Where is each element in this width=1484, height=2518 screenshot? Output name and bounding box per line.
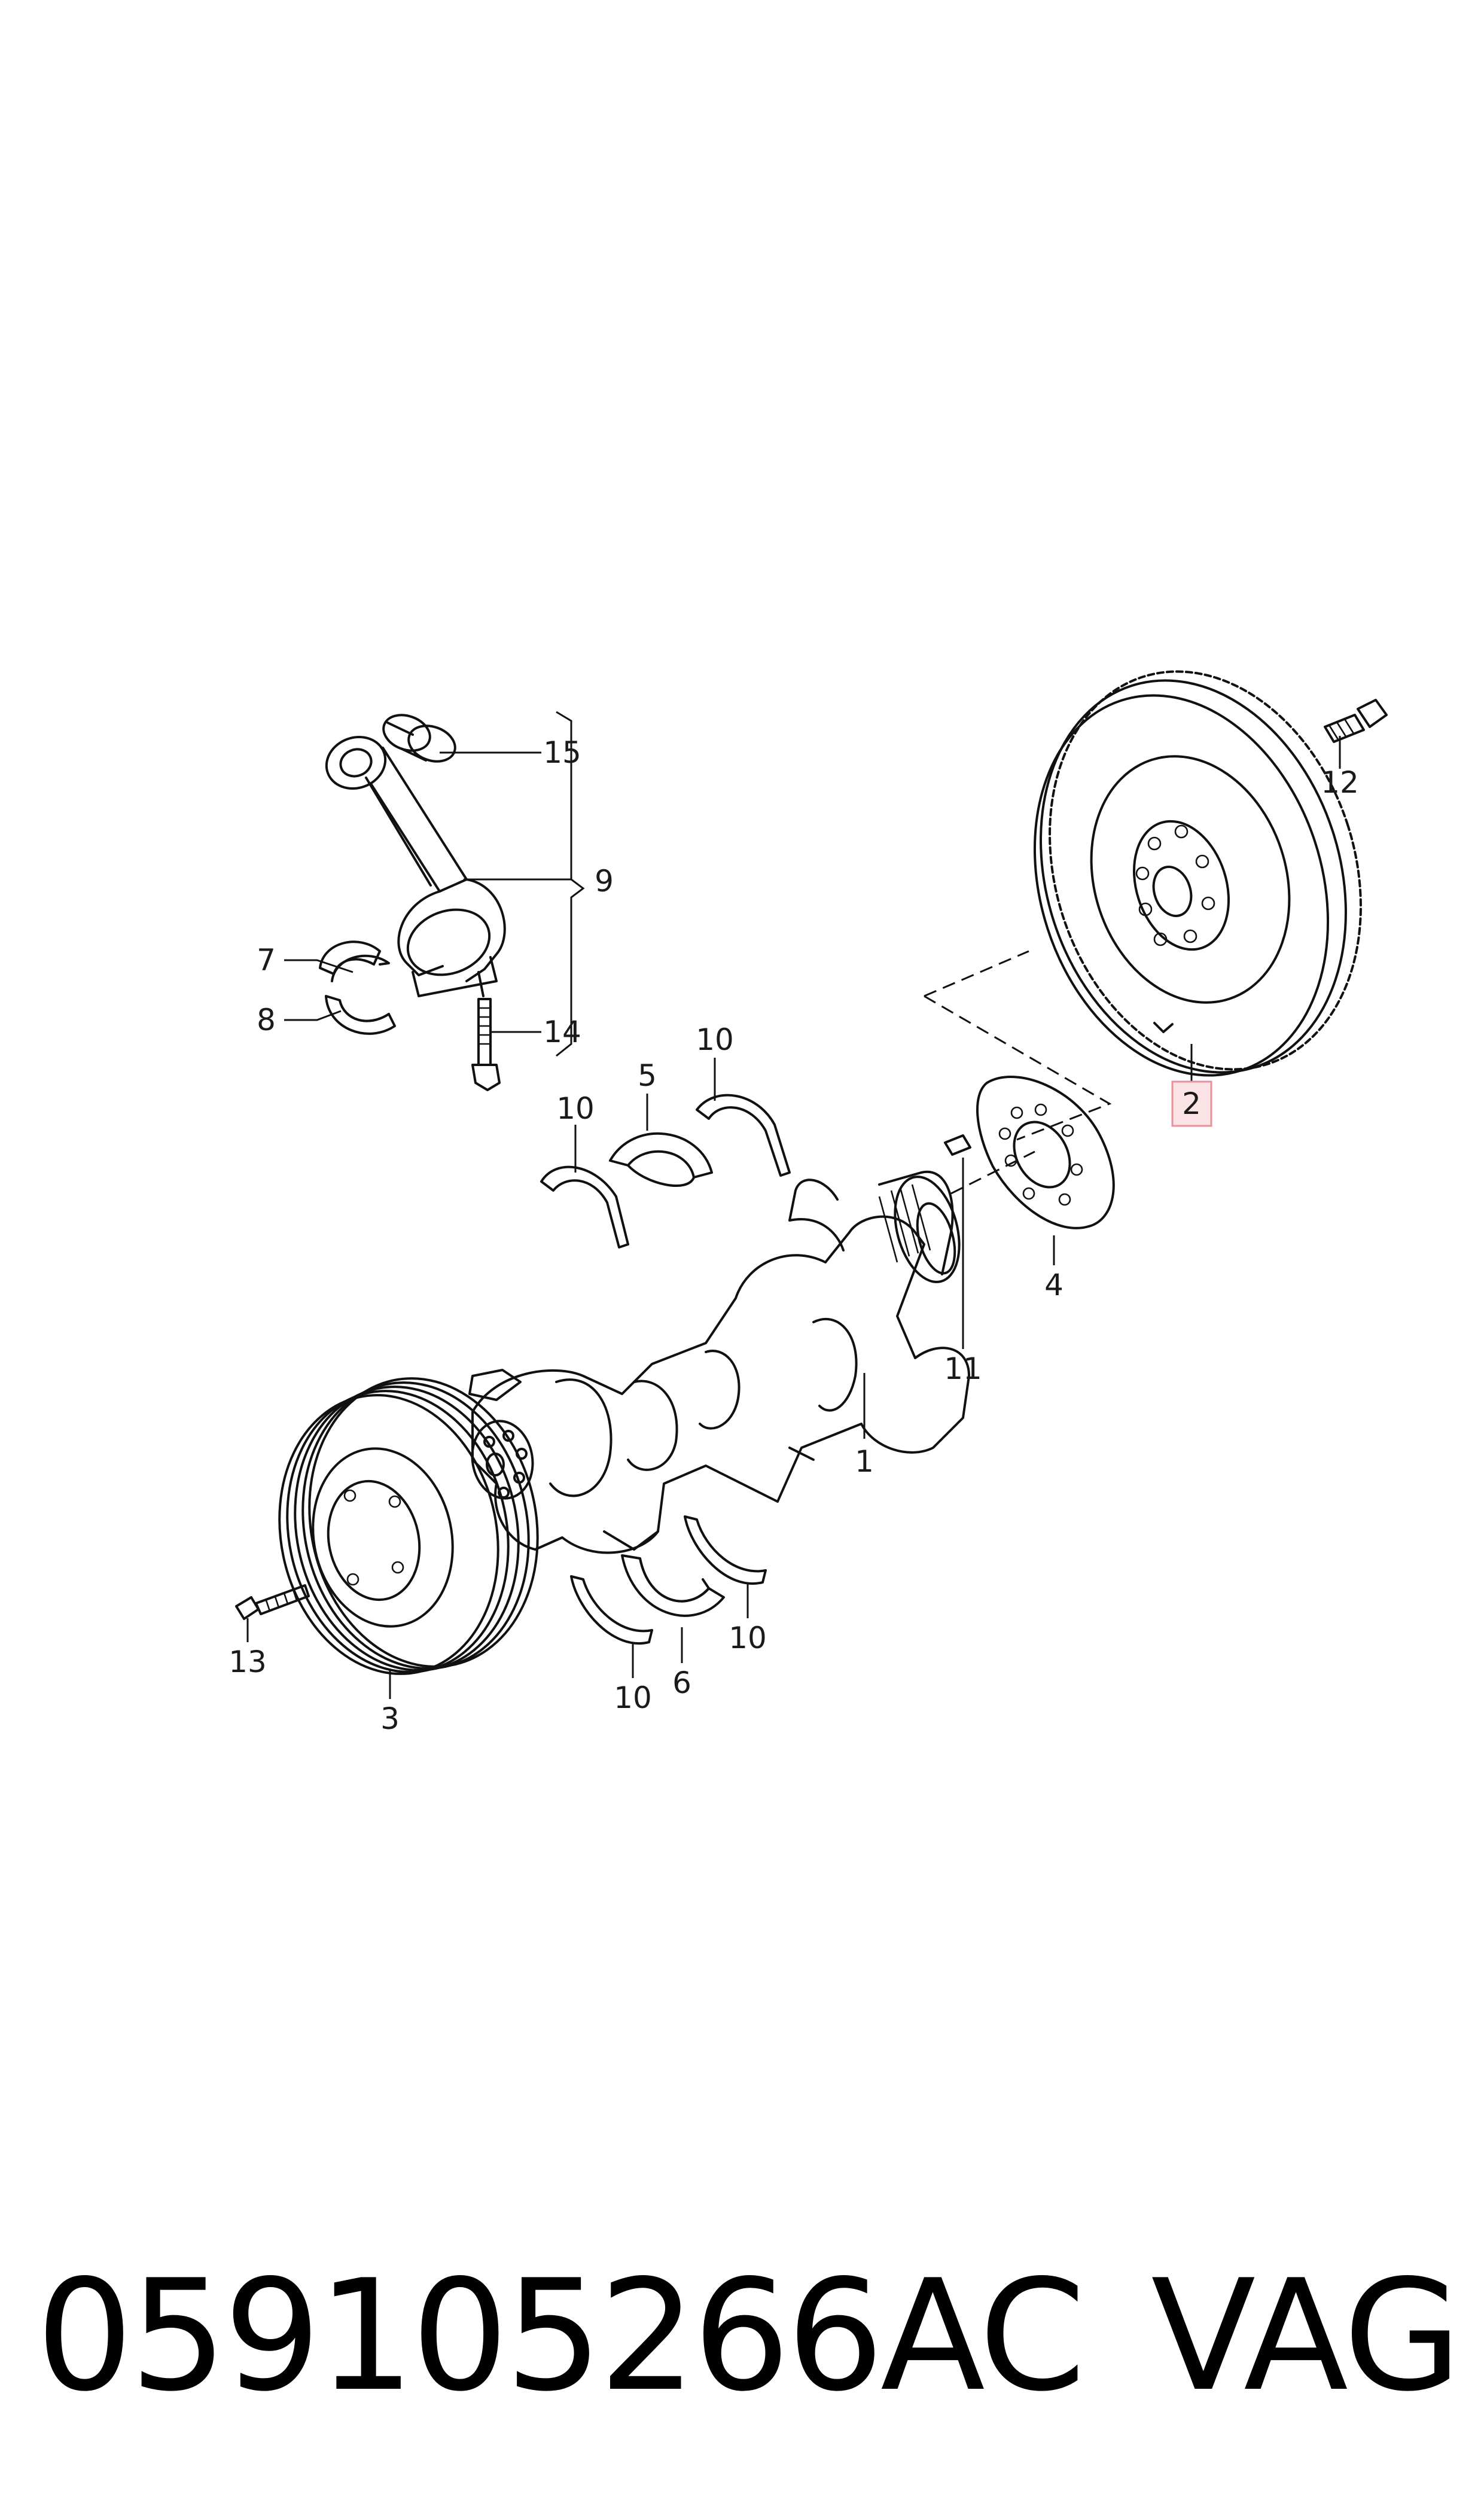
callout-2-highlight <box>1171 1080 1212 1127</box>
crankshaft <box>468 1170 970 1554</box>
callout-12: 12 <box>1321 765 1359 800</box>
brand-name: VAG <box>1151 2247 1462 2425</box>
callout-15: 15 <box>543 735 581 770</box>
callout-7: 7 <box>257 943 276 978</box>
drive-plate <box>976 1076 1115 1229</box>
thrust-washer-lower-left <box>570 1575 653 1645</box>
connecting-rod-bolt <box>471 998 501 1091</box>
connecting-rod-assembly <box>319 711 585 1091</box>
callout-9: 9 <box>595 864 614 899</box>
part-number: 059105266AC <box>36 2247 1086 2425</box>
flywheel <box>1033 670 1362 1077</box>
thrust-washer-lower-right <box>684 1515 767 1585</box>
main-bearing-shell-upper <box>609 1132 713 1187</box>
callout-3: 3 <box>380 1701 400 1736</box>
vibration-damper <box>278 1377 539 1675</box>
callout-10-bottom-right: 10 <box>729 1621 767 1655</box>
callout-2[interactable]: 2 <box>1182 1086 1201 1121</box>
thrust-washer-upper-right <box>696 1094 791 1177</box>
callout-10-top-right: 10 <box>696 1022 734 1057</box>
callout-5: 5 <box>638 1058 657 1093</box>
callout-8: 8 <box>257 1003 276 1037</box>
callout-11: 11 <box>944 1351 982 1386</box>
main-bearing-shell-lower <box>621 1554 725 1617</box>
damper-bolt <box>235 1584 310 1620</box>
callout-13: 13 <box>228 1645 267 1679</box>
callout-10-bottom-left: 10 <box>614 1680 652 1715</box>
leader-lines <box>246 736 1341 1699</box>
thrust-washer-upper-left <box>540 1165 629 1249</box>
upper-rod-bearing-shell <box>319 940 390 982</box>
callout-6: 6 <box>672 1666 691 1700</box>
callout-4: 4 <box>1044 1268 1064 1302</box>
lower-rod-bearing-shell <box>325 995 396 1035</box>
callout-1: 1 <box>855 1444 874 1479</box>
callout-labels: 1 2 3 4 5 6 7 8 9 10 10 10 10 11 12 13 1… <box>228 735 1359 1736</box>
connecting-rod <box>325 735 506 997</box>
group-bracket-9 <box>556 711 585 1057</box>
footer: 059105266AC VAG <box>36 2246 1462 2426</box>
callout-10-top-left: 10 <box>556 1091 595 1126</box>
dowel-pin <box>944 1134 971 1156</box>
assembly-line-flywheel <box>924 950 1112 1195</box>
flywheel-bolt <box>1324 699 1388 743</box>
callout-14: 14 <box>543 1015 581 1049</box>
